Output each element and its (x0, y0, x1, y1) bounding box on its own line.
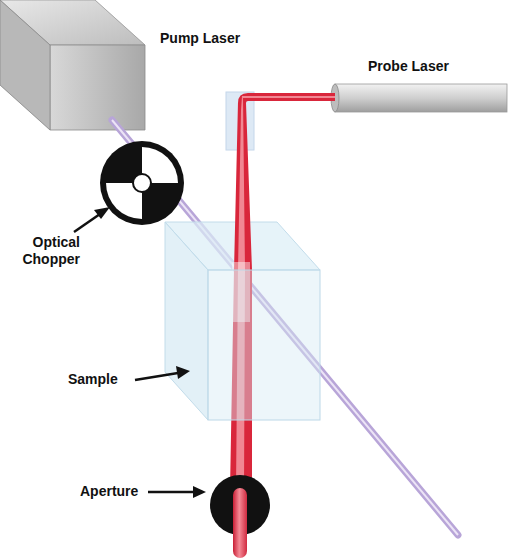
part-label: Sample (68, 371, 138, 388)
part-label: Optical Chopper (8, 234, 80, 268)
optical-chopper (100, 141, 184, 225)
sample-front (208, 270, 320, 420)
pump-beam (112, 120, 458, 535)
aperture (210, 475, 270, 558)
leader-arrow (74, 207, 206, 498)
pump-laser (0, 0, 145, 130)
probe-laser (331, 84, 507, 112)
part-label: Aperture (80, 483, 150, 500)
part-label: Pump Laser (160, 30, 270, 47)
part-label: Probe Laser (368, 58, 488, 75)
